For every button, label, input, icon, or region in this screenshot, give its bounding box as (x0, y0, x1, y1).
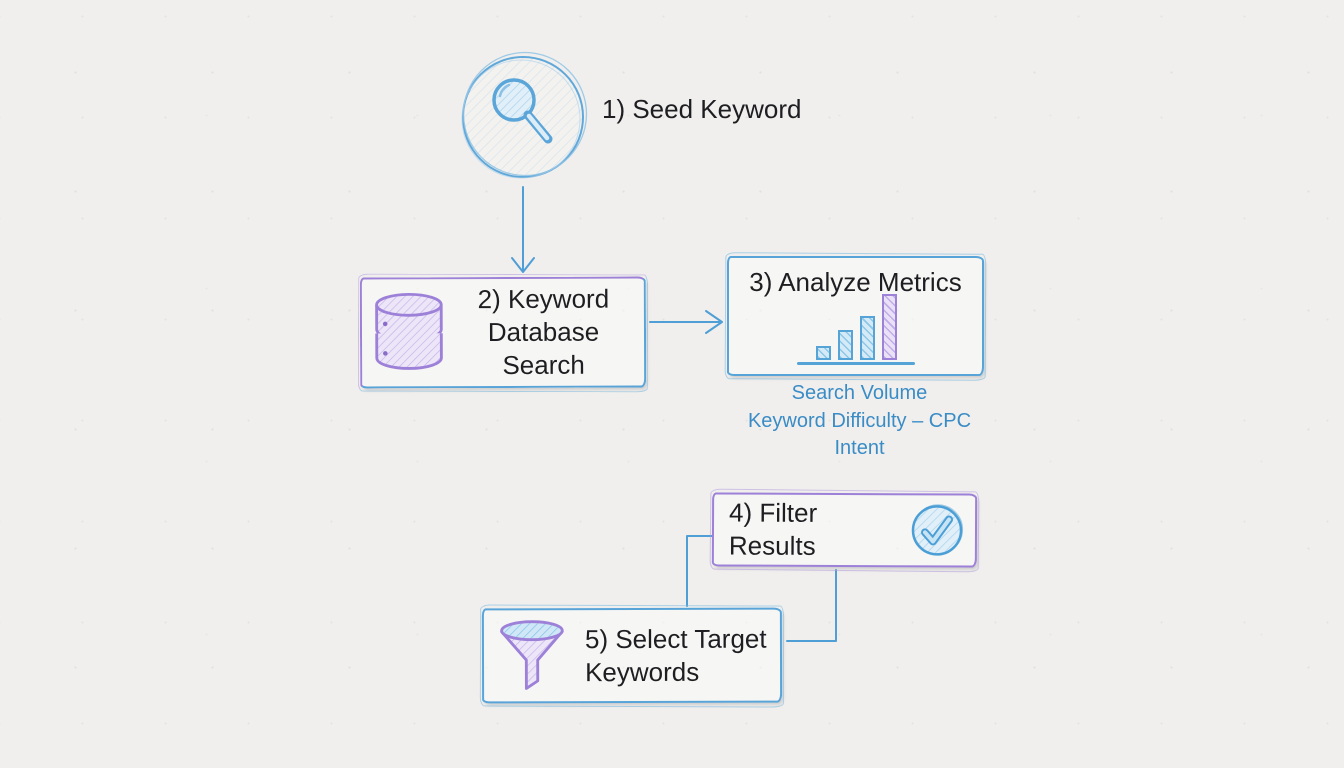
select-keywords-node: 5) Select Target Keywords (481, 607, 783, 704)
magnifier-icon (461, 51, 588, 179)
analyze-metrics-node: 3) Analyze Metrics (727, 256, 984, 376)
database-node-label: 2) Keyword Database Search (477, 283, 610, 381)
connector-filter-to-select-bottom (786, 569, 837, 642)
metric-note-intent: Intent (834, 437, 885, 459)
funnel-icon (500, 619, 564, 690)
seed-keyword-label: 1) Seed Keyword (602, 94, 802, 124)
bar-3 (859, 316, 875, 360)
seed-keyword-node (448, 44, 598, 201)
metric-note-search-volume: Search Volume (791, 382, 928, 404)
bar-4 (881, 294, 897, 360)
filter-results-label: 4) Filter Results (728, 497, 818, 561)
bar-chart-icon (797, 294, 915, 365)
check-circle-icon (911, 504, 964, 556)
select-keywords-label: 5) Select Target Keywords (584, 623, 767, 687)
arrow-seed-to-database (511, 186, 535, 273)
analyze-metrics-label: 3) Analyze Metrics (749, 267, 962, 297)
connector-filter-to-select-left (686, 535, 714, 607)
bar-1 (815, 346, 831, 360)
database-icon (375, 292, 443, 370)
bar-chart-bars (797, 294, 915, 362)
bar-2 (837, 330, 853, 360)
metric-note-difficulty-cpc: Keyword Difficulty – CPC (747, 409, 972, 432)
arrow-database-to-metrics (649, 310, 723, 334)
database-node: 2) Keyword Database Search (359, 276, 647, 389)
bar-chart-baseline (797, 362, 915, 365)
filter-results-node: 4) Filter Results (711, 492, 978, 568)
metrics-notes: Search Volume Keyword Difficulty – CPC I… (692, 380, 1027, 463)
